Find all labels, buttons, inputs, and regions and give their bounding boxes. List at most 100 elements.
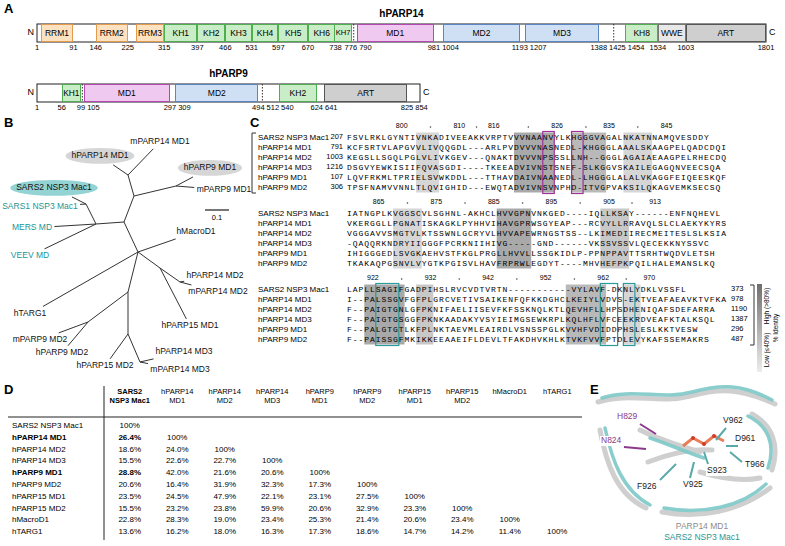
sequence: VKERGGLLPGNATISKAGKLPYHHVIHAVGPRWSGYEAP-… [347,219,727,228]
ruler-dot [585,126,587,128]
tree-leaf-label: mPARP9 MD2 [13,335,68,345]
sequence-name: hPARP14 MD1 [258,295,312,304]
residue-number: 1534 [650,44,667,53]
leaf-highlight [10,180,98,196]
residue-number: 91 [69,44,77,53]
residue-number: 466 [219,44,232,53]
table-cell: 22.6% [166,456,189,465]
table-header: SARS2 NSP3 Mac1 [107,388,153,405]
ruler-number: 932 [425,274,437,282]
tree-leaf-label: MERS MD [12,223,52,233]
table-cell: 18.0% [213,527,236,536]
start-number: 1003 [326,153,343,162]
side-chain [640,424,656,434]
table-cell: 47.9% [213,492,236,501]
sequence: IHIGGGEDLSVGKAEHVSTFKGLPRGLLHVVLLSSGKIDL… [347,249,715,258]
side-chain [716,428,726,440]
ribbon [602,387,772,400]
table-cell: 100% [547,527,567,536]
sequence-name: hPARP14 MD3 [258,163,312,172]
domain-name: KH8 [633,29,650,38]
sequence: F--PAIGTGSGGFPKNKAADAKYVSYIEIMGSEWKRPLKQ… [347,315,715,324]
residue-number: 146 [89,44,102,53]
domain-box: WWE [658,24,686,42]
sequence: F--PALGTGTLKFPLNKTAEVMLEAIRDLVSNSSPGLKVV… [347,325,698,334]
table-cell: 20.6% [403,515,426,524]
ruler-number: 942 [482,274,494,282]
residue-number: 1 [35,104,39,113]
table-cell: 100% [167,433,187,442]
legend-text: High (>80%) [763,288,770,324]
residue-number: 540 [281,104,294,113]
ruler-number: 800 [396,122,408,130]
residue-number: 1454 [628,44,645,53]
residue-number: 825 [401,104,414,113]
sequence-name: hPARP9 MD2 [258,259,307,268]
domain-box: MD1 [357,24,434,42]
residue-number: 1388 [590,44,607,53]
legend-swatch [757,284,762,328]
sequence-name: hPARP9 MD2 [258,183,307,192]
ruler-dot [458,278,460,280]
terminus-label: N [28,27,35,37]
residue-number: 670 [302,44,315,53]
residue-number: 1 [35,44,39,53]
domain-box: RRM3 [136,24,164,42]
residue-number: 1004 [442,44,459,53]
table-rules [8,386,582,540]
tree-branch [124,196,134,222]
side-chain [660,464,676,480]
sequence: FSVLRKLGYNTIVNKADIVEEAKKVRPTVVVNAANVYLKH… [347,133,710,142]
domain-box: KH2 [197,24,225,42]
side-chain [704,452,708,464]
table-cell: 19.0% [213,515,236,524]
domain-box: KH1 [62,84,81,102]
table-cell: 20.6% [261,468,284,477]
ruler-dot [574,278,576,280]
table-header: hPARP14 MD3 [250,388,296,405]
ruler-number: 895 [546,198,558,206]
tree-branch [80,204,86,205]
leaf-highlight [65,148,134,164]
ruler-dot [637,126,639,128]
table-header: hPARP14 MD2 [202,388,248,405]
table-row-label: hPARP14 MD1 [12,433,67,442]
sequence: F--PAIGTGNLGFPKNIFAELIISEVFKFSSKNQLKTLQE… [347,305,715,314]
table-cell: 17.3% [308,480,331,489]
domain-box: KH5 [278,24,308,42]
tree-leaf-label: hMacroD1 [176,227,215,237]
start-number: 107 [330,173,343,182]
domain-box: RRM2 [96,24,128,42]
start-number: 207 [330,133,343,142]
table-cell: 16.2% [166,527,189,536]
residue-number: 1801 [758,44,775,53]
residue-number: 1193 [512,44,528,53]
domain-box: MD3 [525,24,598,42]
table-cell: 16.4% [166,480,189,489]
tree-branch [140,362,148,364]
domain-box: KH3 [225,24,251,42]
table-rule [104,386,105,540]
ruler-dot [476,126,478,128]
panel-letter: C [250,116,259,131]
domain-name: KH1 [63,89,79,97]
table-cell: 16.3% [261,527,284,536]
terminus-label: C [769,27,776,37]
tree-branch [96,222,124,224]
alignment-bracket [750,285,754,345]
domain-break [82,84,83,102]
sequence-name: hPARP9 MD1 [258,325,307,334]
table-row-label: hPARP15 MD2 [12,504,66,513]
table-cell: 24.0% [166,445,189,454]
sequence-name: SARS2 NSP3 Mac1 [258,133,329,142]
ligand-atom [691,436,695,440]
table-row-label: hPARP9 MD1 [12,468,62,477]
ruler-number: 913 [649,198,661,206]
legend-swatch [757,328,762,372]
ruler-number: 816 [488,122,500,130]
table-row-label: hPARP15 MD1 [12,492,66,501]
panel-letter: A [4,2,13,17]
residue-label: N824 [600,436,622,446]
ruler-dot [528,126,530,128]
